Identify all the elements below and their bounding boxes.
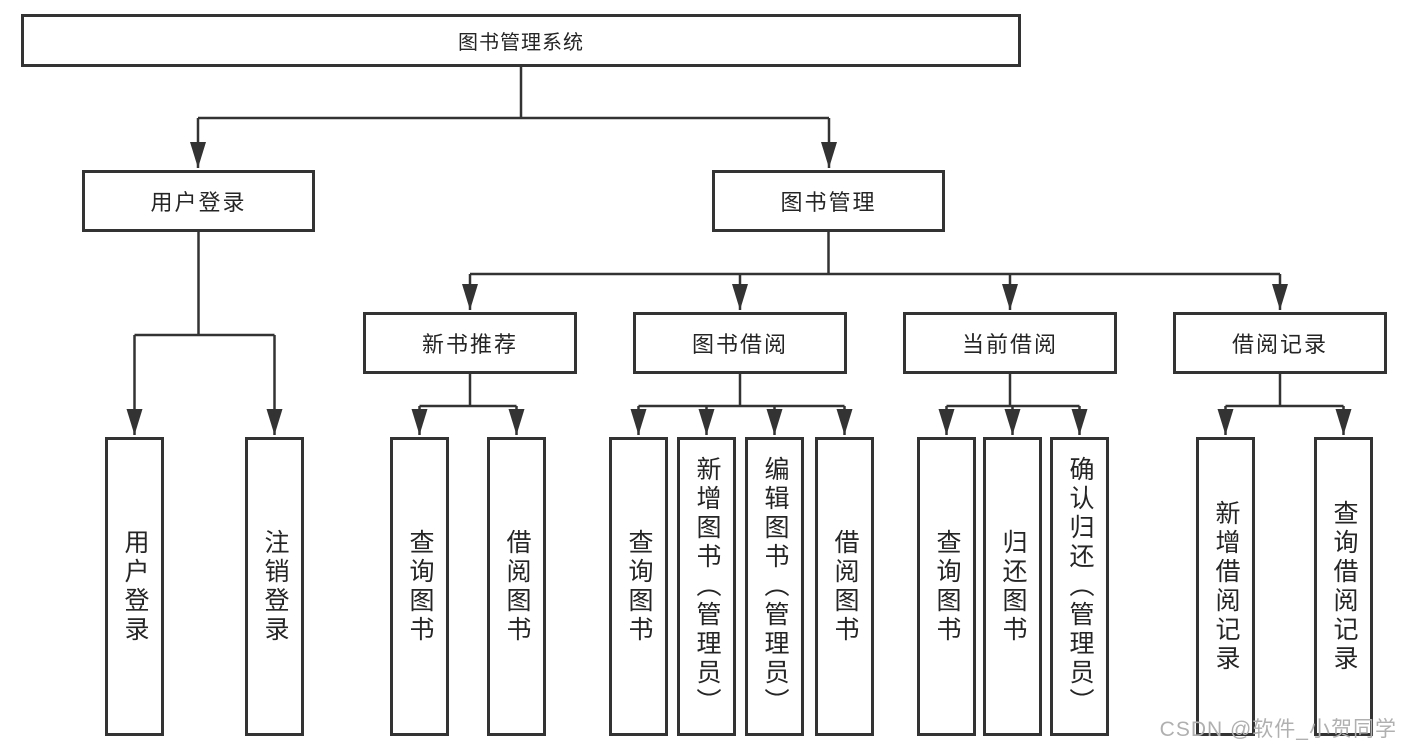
node-new-book-recommend: 新书推荐 — [363, 312, 577, 374]
node-root: 图书管理系统 — [21, 14, 1021, 67]
node-label: 用户登录 — [150, 190, 247, 215]
leaf-recommend-query-book: 查询图书 — [390, 437, 449, 736]
leaf-recommend-borrow-book: 借阅图书 — [487, 437, 546, 736]
leaf-current-return-book: 归还图书 — [983, 437, 1042, 736]
node-label: 新书推荐 — [421, 332, 518, 357]
node-label: 借阅图书 — [503, 528, 531, 645]
node-book-borrow: 图书借阅 — [633, 312, 847, 374]
leaf-borrow-edit-book-admin: 编辑图书（管理员） — [745, 437, 804, 736]
leaf-current-query-book: 查询图书 — [917, 437, 976, 736]
leaf-borrow-add-book-admin: 新增图书（管理员） — [677, 437, 736, 736]
leaf-current-confirm-return-admin: 确认归还（管理员） — [1050, 437, 1109, 736]
node-label: 图书管理 — [780, 190, 877, 215]
node-label: 借阅图书 — [831, 528, 859, 645]
node-label: 注销登录 — [261, 528, 289, 645]
node-label: 编辑图书（管理员） — [761, 456, 789, 717]
node-label: 查询图书 — [625, 528, 653, 645]
watermark: CSDN @软件_小贺同学 — [1159, 718, 1397, 741]
node-label: 查询图书 — [933, 528, 961, 645]
leaf-logout: 注销登录 — [245, 437, 304, 736]
node-borrow-record: 借阅记录 — [1173, 312, 1387, 374]
node-label: 新增借阅记录 — [1212, 499, 1240, 674]
node-label: 查询图书 — [406, 528, 434, 645]
node-book-management: 图书管理 — [712, 170, 945, 232]
node-label: 图书借阅 — [691, 332, 788, 357]
node-label: 用户登录 — [121, 528, 149, 645]
node-user-login: 用户登录 — [82, 170, 315, 232]
node-label: 图书管理系统 — [458, 32, 584, 54]
leaf-borrow-borrow-book: 借阅图书 — [815, 437, 874, 736]
node-current-borrow: 当前借阅 — [903, 312, 1117, 374]
node-label: 借阅记录 — [1231, 332, 1328, 357]
node-label: 当前借阅 — [961, 332, 1058, 357]
node-label: 归还图书 — [999, 528, 1027, 645]
node-label: 确认归还（管理员） — [1066, 456, 1094, 717]
leaf-user-login: 用户登录 — [105, 437, 164, 736]
node-label: 新增图书（管理员） — [693, 456, 721, 717]
leaf-borrow-query-book: 查询图书 — [609, 437, 668, 736]
node-label: 查询借阅记录 — [1330, 499, 1358, 674]
leaf-record-query: 查询借阅记录 — [1314, 437, 1373, 736]
leaf-record-add: 新增借阅记录 — [1196, 437, 1255, 736]
